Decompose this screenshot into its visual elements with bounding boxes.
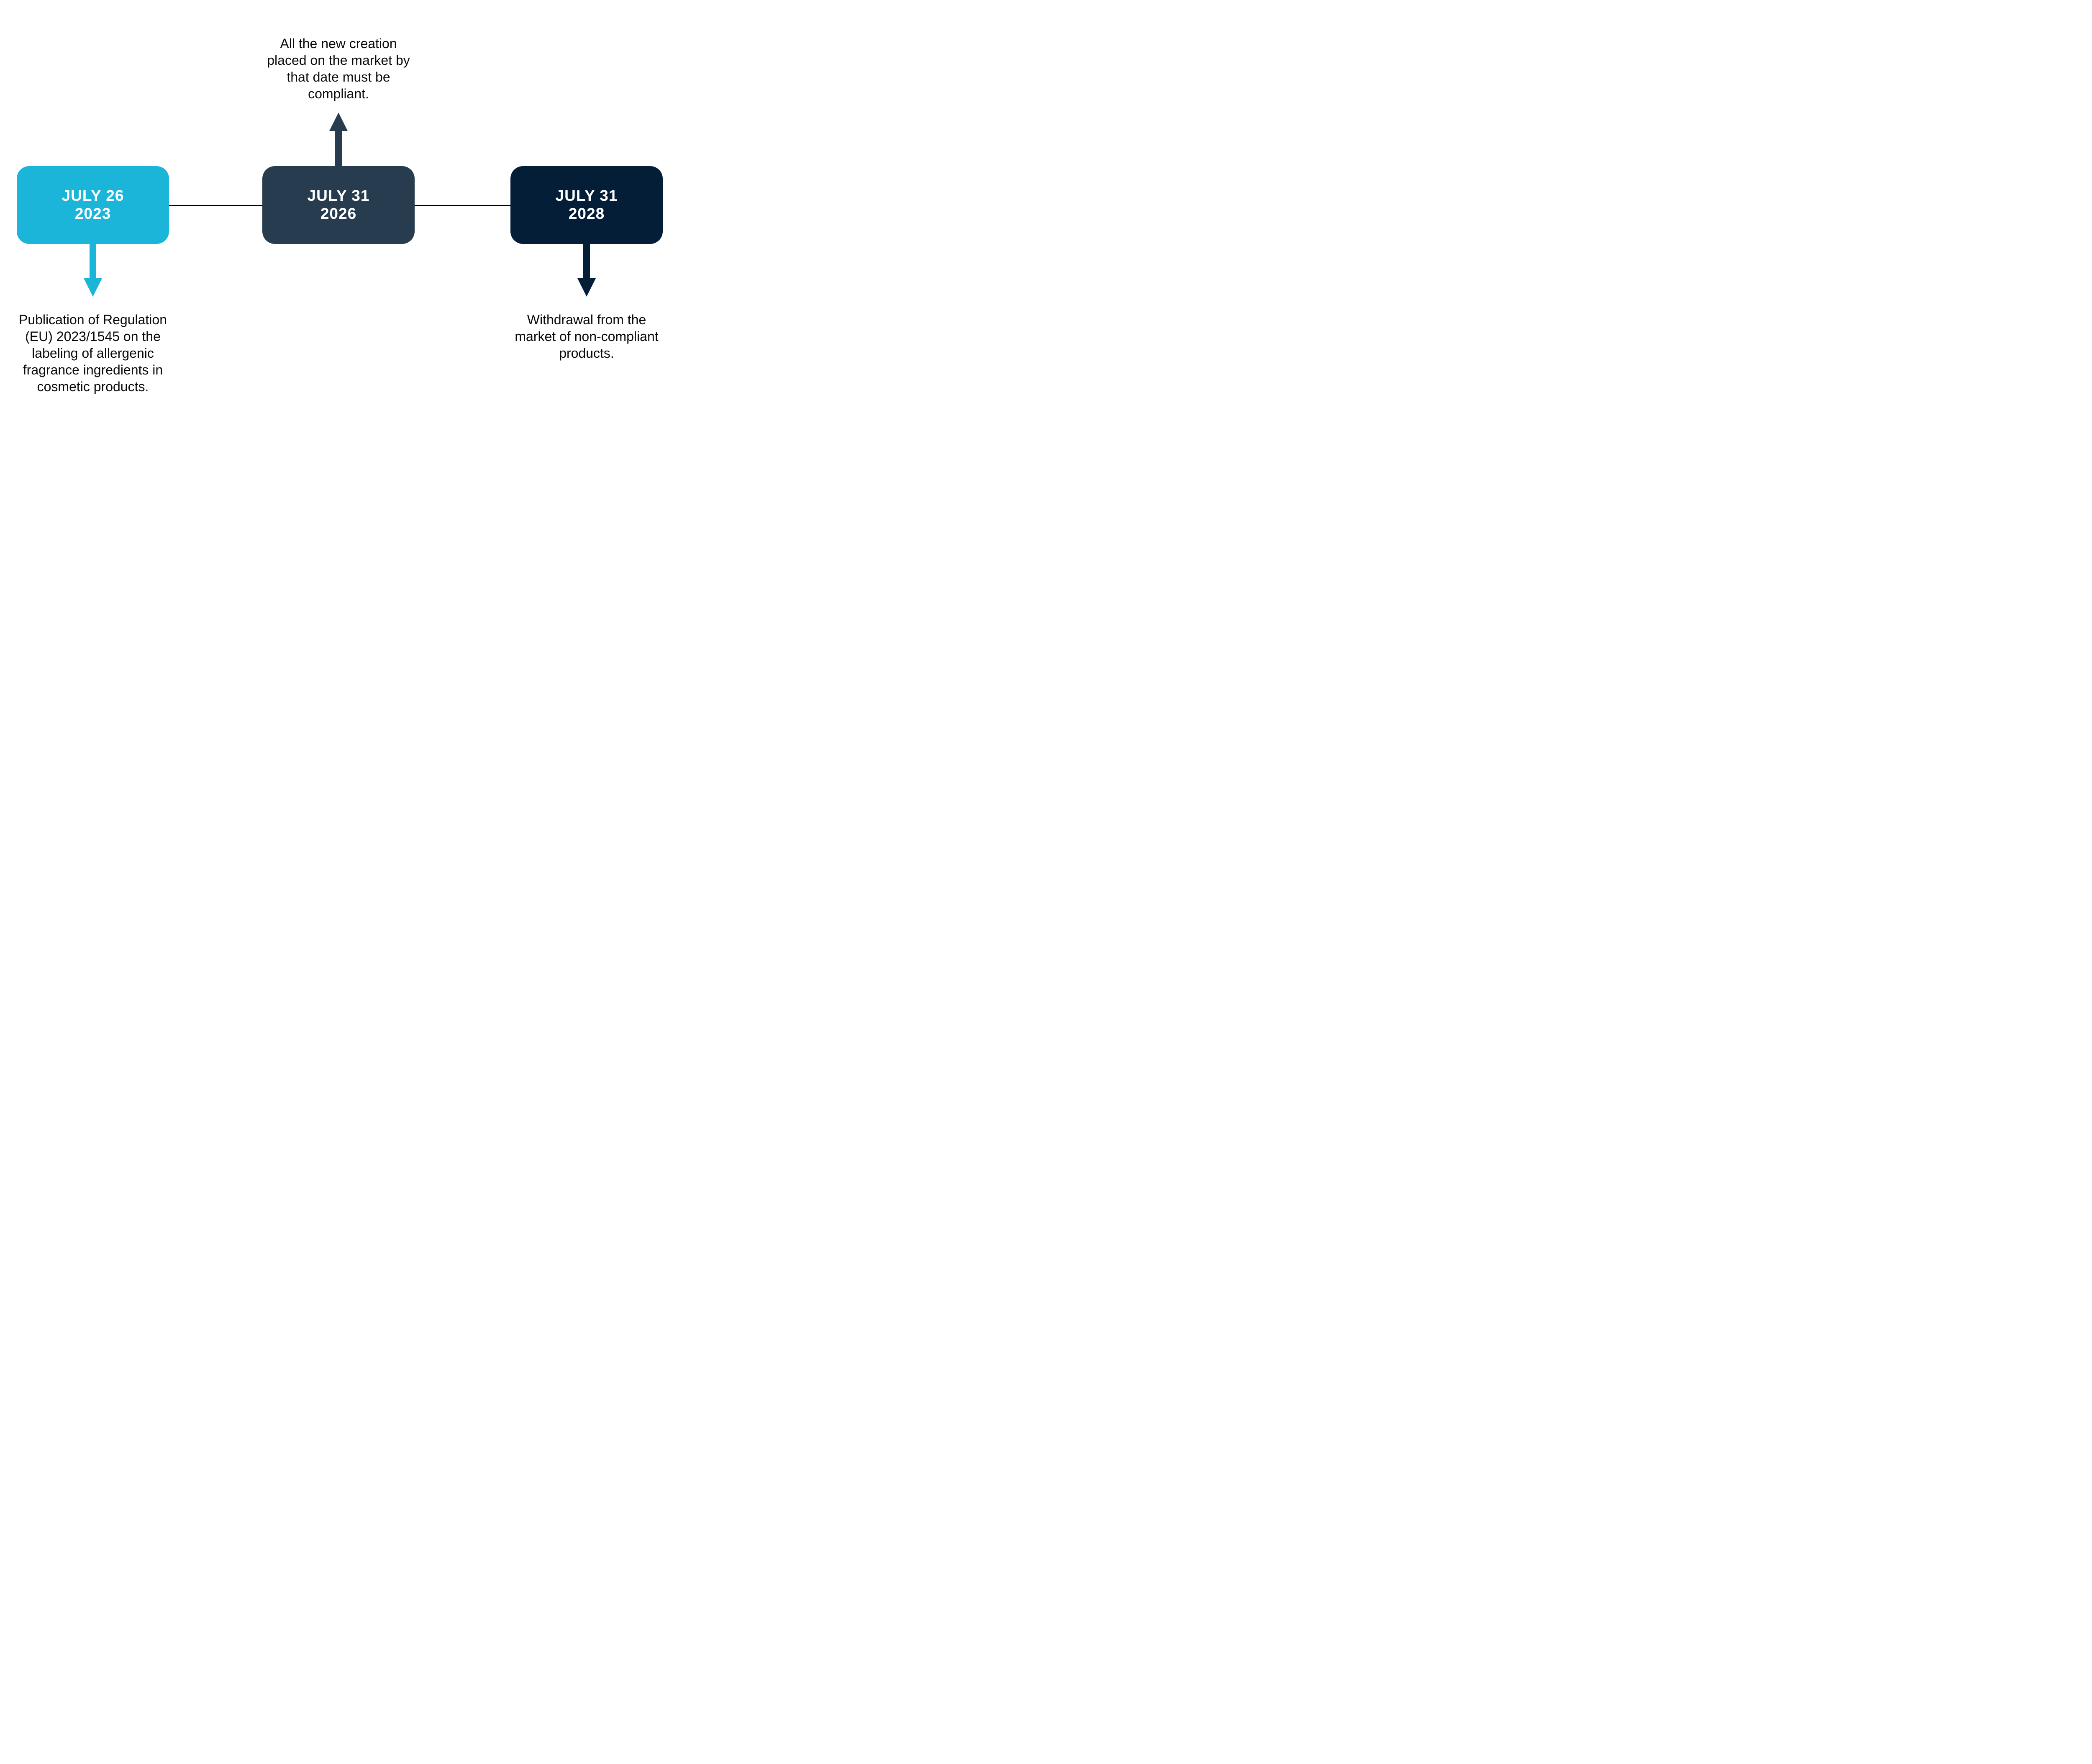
date-line-1: JULY 26 [62,187,124,205]
timeline-diagram: JULY 26 2023 Publication of Regulation (… [0,0,682,441]
milestone-box-july-31-2028: JULY 31 2028 [510,166,663,244]
date-line-2: 2023 [74,205,111,222]
down-arrow-stem-2023 [90,243,96,278]
milestone-box-july-26-2023: JULY 26 2023 [17,166,169,244]
date-line-2: 2028 [568,205,605,222]
up-arrow-icon-2026 [329,113,348,131]
date-line-2: 2026 [320,205,357,222]
down-arrow-stem-2028 [583,243,590,278]
date-line-1: JULY 31 [307,187,370,205]
milestone-box-july-31-2026: JULY 31 2026 [262,166,415,244]
connector-line-1 [167,205,264,206]
up-arrow-stem-2026 [335,130,342,167]
description-2028: Withdrawal from the market of non-compli… [515,312,659,361]
down-arrow-icon-2023 [84,278,102,297]
description-2023: Publication of Regulation (EU) 2023/1545… [18,312,167,394]
connector-line-2 [413,205,513,206]
description-2026: All the new creation placed on the marke… [267,36,410,101]
down-arrow-icon-2028 [577,278,596,297]
date-line-1: JULY 31 [555,187,618,205]
